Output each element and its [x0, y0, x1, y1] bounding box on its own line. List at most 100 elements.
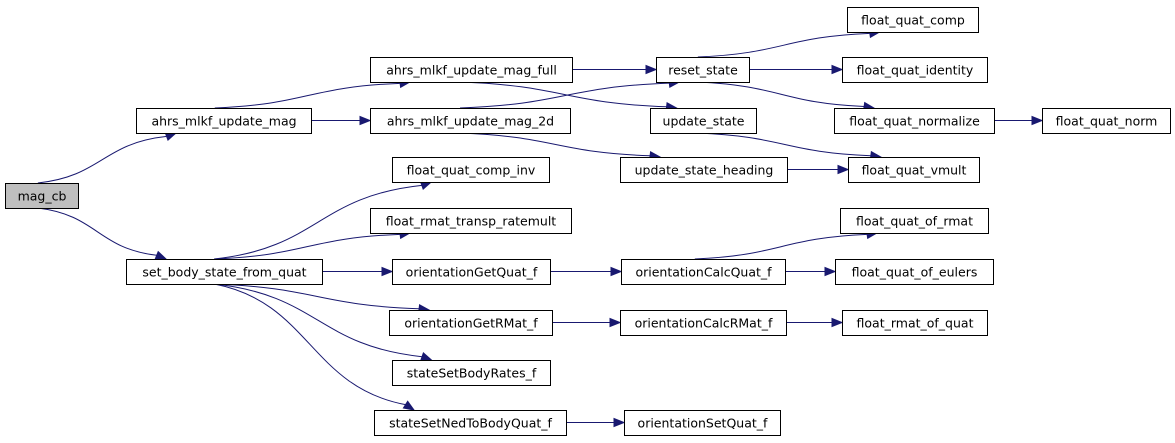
edge-set-body-state-from-quat-to-statesetnedtobodyquat-f [214, 283, 416, 411]
node-float-rmat-of-quat[interactable]: float_rmat_of_quat [842, 310, 988, 336]
node-ahrs-mlkf-update-mag-full[interactable]: ahrs_mlkf_update_mag_full [370, 57, 573, 83]
node-box [842, 310, 988, 336]
node-box [620, 310, 787, 336]
node-box [847, 7, 979, 33]
edge-line [460, 81, 667, 108]
node-update-state[interactable]: update_state [650, 108, 757, 134]
arrowhead [824, 266, 837, 277]
arrowhead [837, 164, 850, 175]
node-label: float_quat_of_rmat [856, 214, 973, 229]
edge-statesetnedtobodyquat-f-to-orientationsetquat-f [565, 417, 626, 428]
node-box [136, 108, 312, 134]
edge-mag-cb-to-ahrs-mlkf-update-mag [37, 132, 178, 184]
node-update-state-heading[interactable]: update_state_heading [620, 157, 788, 183]
edges-layer [37, 28, 1044, 428]
node-label: orientationGetQuat_f [406, 265, 538, 280]
edge-line [214, 283, 423, 358]
arrowhead [645, 64, 658, 75]
edge-line [214, 184, 422, 260]
node-label: reset_state [668, 63, 738, 78]
node-mag-cb: mag_cb [5, 183, 79, 209]
edge-float-quat-normalize-to-float-quat-norm [994, 115, 1044, 126]
node-label: float_quat_comp [861, 13, 965, 28]
node-label: float_rmat_transp_ratemult [386, 214, 557, 229]
node-float-quat-norm[interactable]: float_quat_norm [1042, 108, 1171, 134]
arrowhead [613, 417, 626, 428]
edge-line [694, 233, 868, 260]
edge-ahrs-mlkf-update-mag-to-ahrs-mlkf-update-mag-full [214, 78, 412, 109]
node-label: stateSetBodyRates_f [407, 366, 537, 381]
node-box [1042, 108, 1171, 134]
node-label: orientationCalcRMat_f [635, 316, 773, 331]
edge-line [214, 82, 401, 109]
node-box [374, 410, 567, 436]
edge-line [37, 207, 157, 256]
node-label: ahrs_mlkf_update_mag_2d [387, 114, 554, 129]
edge-orientationcalcquat-f-to-float-quat-of-eulers [784, 266, 837, 277]
node-reset-state[interactable]: reset_state [656, 57, 750, 83]
node-box [621, 259, 786, 285]
edge-ahrs-mlkf-update-mag-to-ahrs-mlkf-update-mag-2d [311, 115, 372, 126]
edge-line [214, 233, 401, 260]
node-box [842, 57, 988, 83]
node-label: orientationSetQuat_f [638, 416, 768, 431]
edge-set-body-state-from-quat-to-orientationgetrmat-f [214, 283, 431, 314]
node-label: stateSetNedToBodyQuat_f [389, 416, 552, 431]
edge-ahrs-mlkf-update-mag-full-to-reset-state [572, 64, 658, 75]
node-orientationcalcquat-f[interactable]: orientationCalcQuat_f [621, 259, 786, 285]
node-label: float_quat_vmult [862, 163, 967, 178]
node-box [392, 360, 551, 386]
node-label: float_rmat_of_quat [857, 316, 974, 331]
nodes-layer: mag_cb ahrs_mlkf_update_mag set_body_state… [5, 7, 1171, 436]
arrowhead [1031, 115, 1044, 126]
node-label: orientationGetRMat_f [404, 316, 538, 331]
arrowhead [381, 266, 394, 277]
node-box [389, 310, 553, 336]
node-orientationcalcrmat-f[interactable]: orientationCalcRMat_f [620, 310, 787, 336]
edge-ahrs-mlkf-update-mag-2d-to-update-state-heading [459, 132, 662, 161]
node-ahrs-mlkf-update-mag[interactable]: ahrs_mlkf_update_mag [136, 108, 312, 134]
node-float-quat-of-eulers[interactable]: float_quat_of_eulers [835, 259, 994, 285]
arrowhead [609, 317, 622, 328]
node-orientationsetquat-f[interactable]: orientationSetQuat_f [624, 410, 781, 436]
node-orientationgetquat-f[interactable]: orientationGetQuat_f [392, 259, 551, 285]
arrowhead [359, 115, 372, 126]
node-label: ahrs_mlkf_update_mag_full [386, 63, 557, 78]
node-statesetnedtobodyquat-f[interactable]: stateSetNedToBodyQuat_f [374, 410, 567, 436]
node-float-quat-normalize[interactable]: float_quat_normalize [834, 108, 995, 134]
edge-orientationgetquat-f-to-orientationcalcquat-f [549, 266, 623, 277]
edge-set-body-state-from-quat-to-orientationgetquat-f [321, 266, 394, 277]
node-box [620, 157, 788, 183]
node-box [370, 208, 572, 234]
node-float-quat-comp-inv[interactable]: float_quat_comp_inv [392, 157, 550, 183]
node-box [834, 108, 995, 134]
arrowhead [831, 317, 844, 328]
node-float-quat-identity[interactable]: float_quat_identity [842, 57, 988, 83]
node-box [848, 157, 980, 183]
node-float-rmat-transp-ratemult[interactable]: float_rmat_transp_ratemult [370, 208, 572, 234]
arrowhead [831, 64, 844, 75]
edge-mag-cb-to-set-body-state-from-quat [37, 207, 168, 260]
edge-update-state-to-float-quat-vmult [697, 132, 883, 161]
edge-line [697, 32, 870, 58]
node-set-body-state-from-quat[interactable]: set_body_state_from_quat [126, 259, 323, 285]
edge-reset-state-to-float-quat-normalize [697, 81, 876, 112]
node-label: orientationCalcQuat_f [635, 265, 772, 280]
node-box [370, 108, 571, 134]
node-float-quat-vmult[interactable]: float_quat_vmult [848, 157, 980, 183]
node-float-quat-comp[interactable]: float_quat_comp [847, 7, 979, 33]
edge-line [214, 283, 406, 406]
edge-line [459, 82, 670, 109]
node-float-quat-of-rmat[interactable]: float_quat_of_rmat [840, 208, 989, 234]
edge-line [697, 132, 871, 157]
edge-orientationcalcquat-f-to-float-quat-of-rmat [694, 229, 879, 260]
node-statesetbodyrates-f[interactable]: stateSetBodyRates_f [392, 360, 551, 386]
node-label: update_state_heading [635, 163, 774, 178]
edge-orientationcalcrmat-f-to-float-rmat-of-quat [786, 317, 844, 328]
node-box [126, 259, 323, 285]
node-ahrs-mlkf-update-mag-2d[interactable]: ahrs_mlkf_update_mag_2d [370, 108, 571, 134]
node-orientationgetrmat-f[interactable]: orientationGetRMat_f [389, 310, 553, 336]
node-box [370, 57, 573, 83]
node-label: float_quat_of_eulers [852, 265, 978, 280]
